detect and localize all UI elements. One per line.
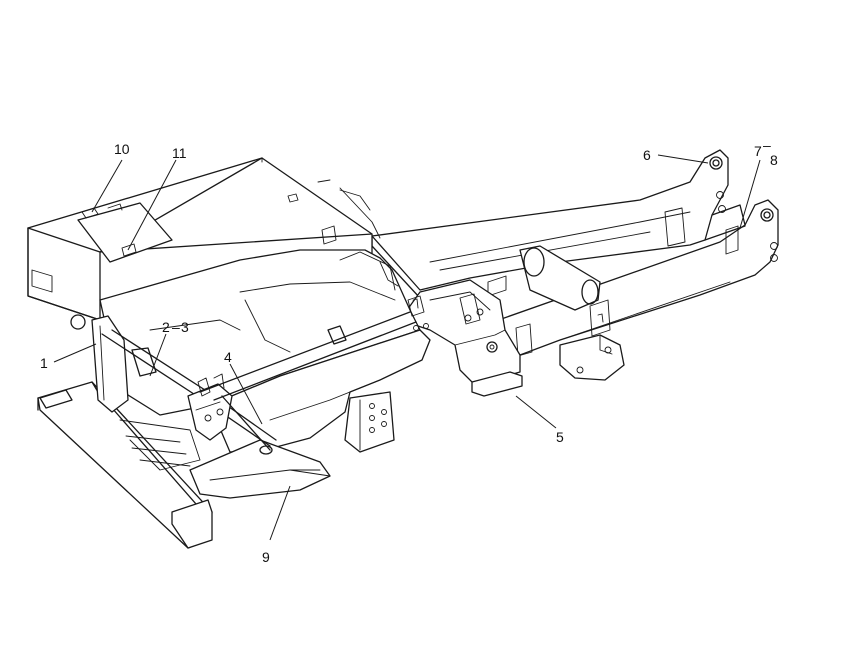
leader-11 xyxy=(127,159,177,251)
leader-9 xyxy=(269,485,291,541)
callout-6: 6 xyxy=(643,147,651,163)
drawbar xyxy=(189,439,331,499)
callout-3: 3 xyxy=(181,319,189,335)
left-upright xyxy=(91,311,417,455)
callout-dash-7-8: – xyxy=(763,137,771,153)
callout-8: 8 xyxy=(770,152,778,168)
main-frame xyxy=(371,149,779,381)
leader-6 xyxy=(657,154,709,164)
leader-2-3 xyxy=(149,333,167,377)
callout-5: 5 xyxy=(556,429,564,445)
callout-2: 2 xyxy=(162,319,170,335)
leader-5 xyxy=(515,395,557,429)
callout-7: 7 xyxy=(754,143,762,159)
leader-1 xyxy=(53,343,97,363)
callout-dash-2-3: – xyxy=(172,319,180,335)
callout-1: 1 xyxy=(40,355,48,371)
leader-7-8 xyxy=(739,159,761,229)
leader-4 xyxy=(229,363,263,425)
front-crossbeam xyxy=(37,381,213,549)
callout-labels: 1 2 – 3 4 5 6 7 – 8 9 10 11 xyxy=(40,137,778,565)
callout-10: 10 xyxy=(114,141,130,157)
callout-11: 11 xyxy=(172,145,187,161)
callout-9: 9 xyxy=(262,549,270,565)
callout-4: 4 xyxy=(224,349,232,365)
leader-lines xyxy=(53,154,761,541)
leader-10 xyxy=(91,159,123,213)
battery-box xyxy=(27,157,381,330)
